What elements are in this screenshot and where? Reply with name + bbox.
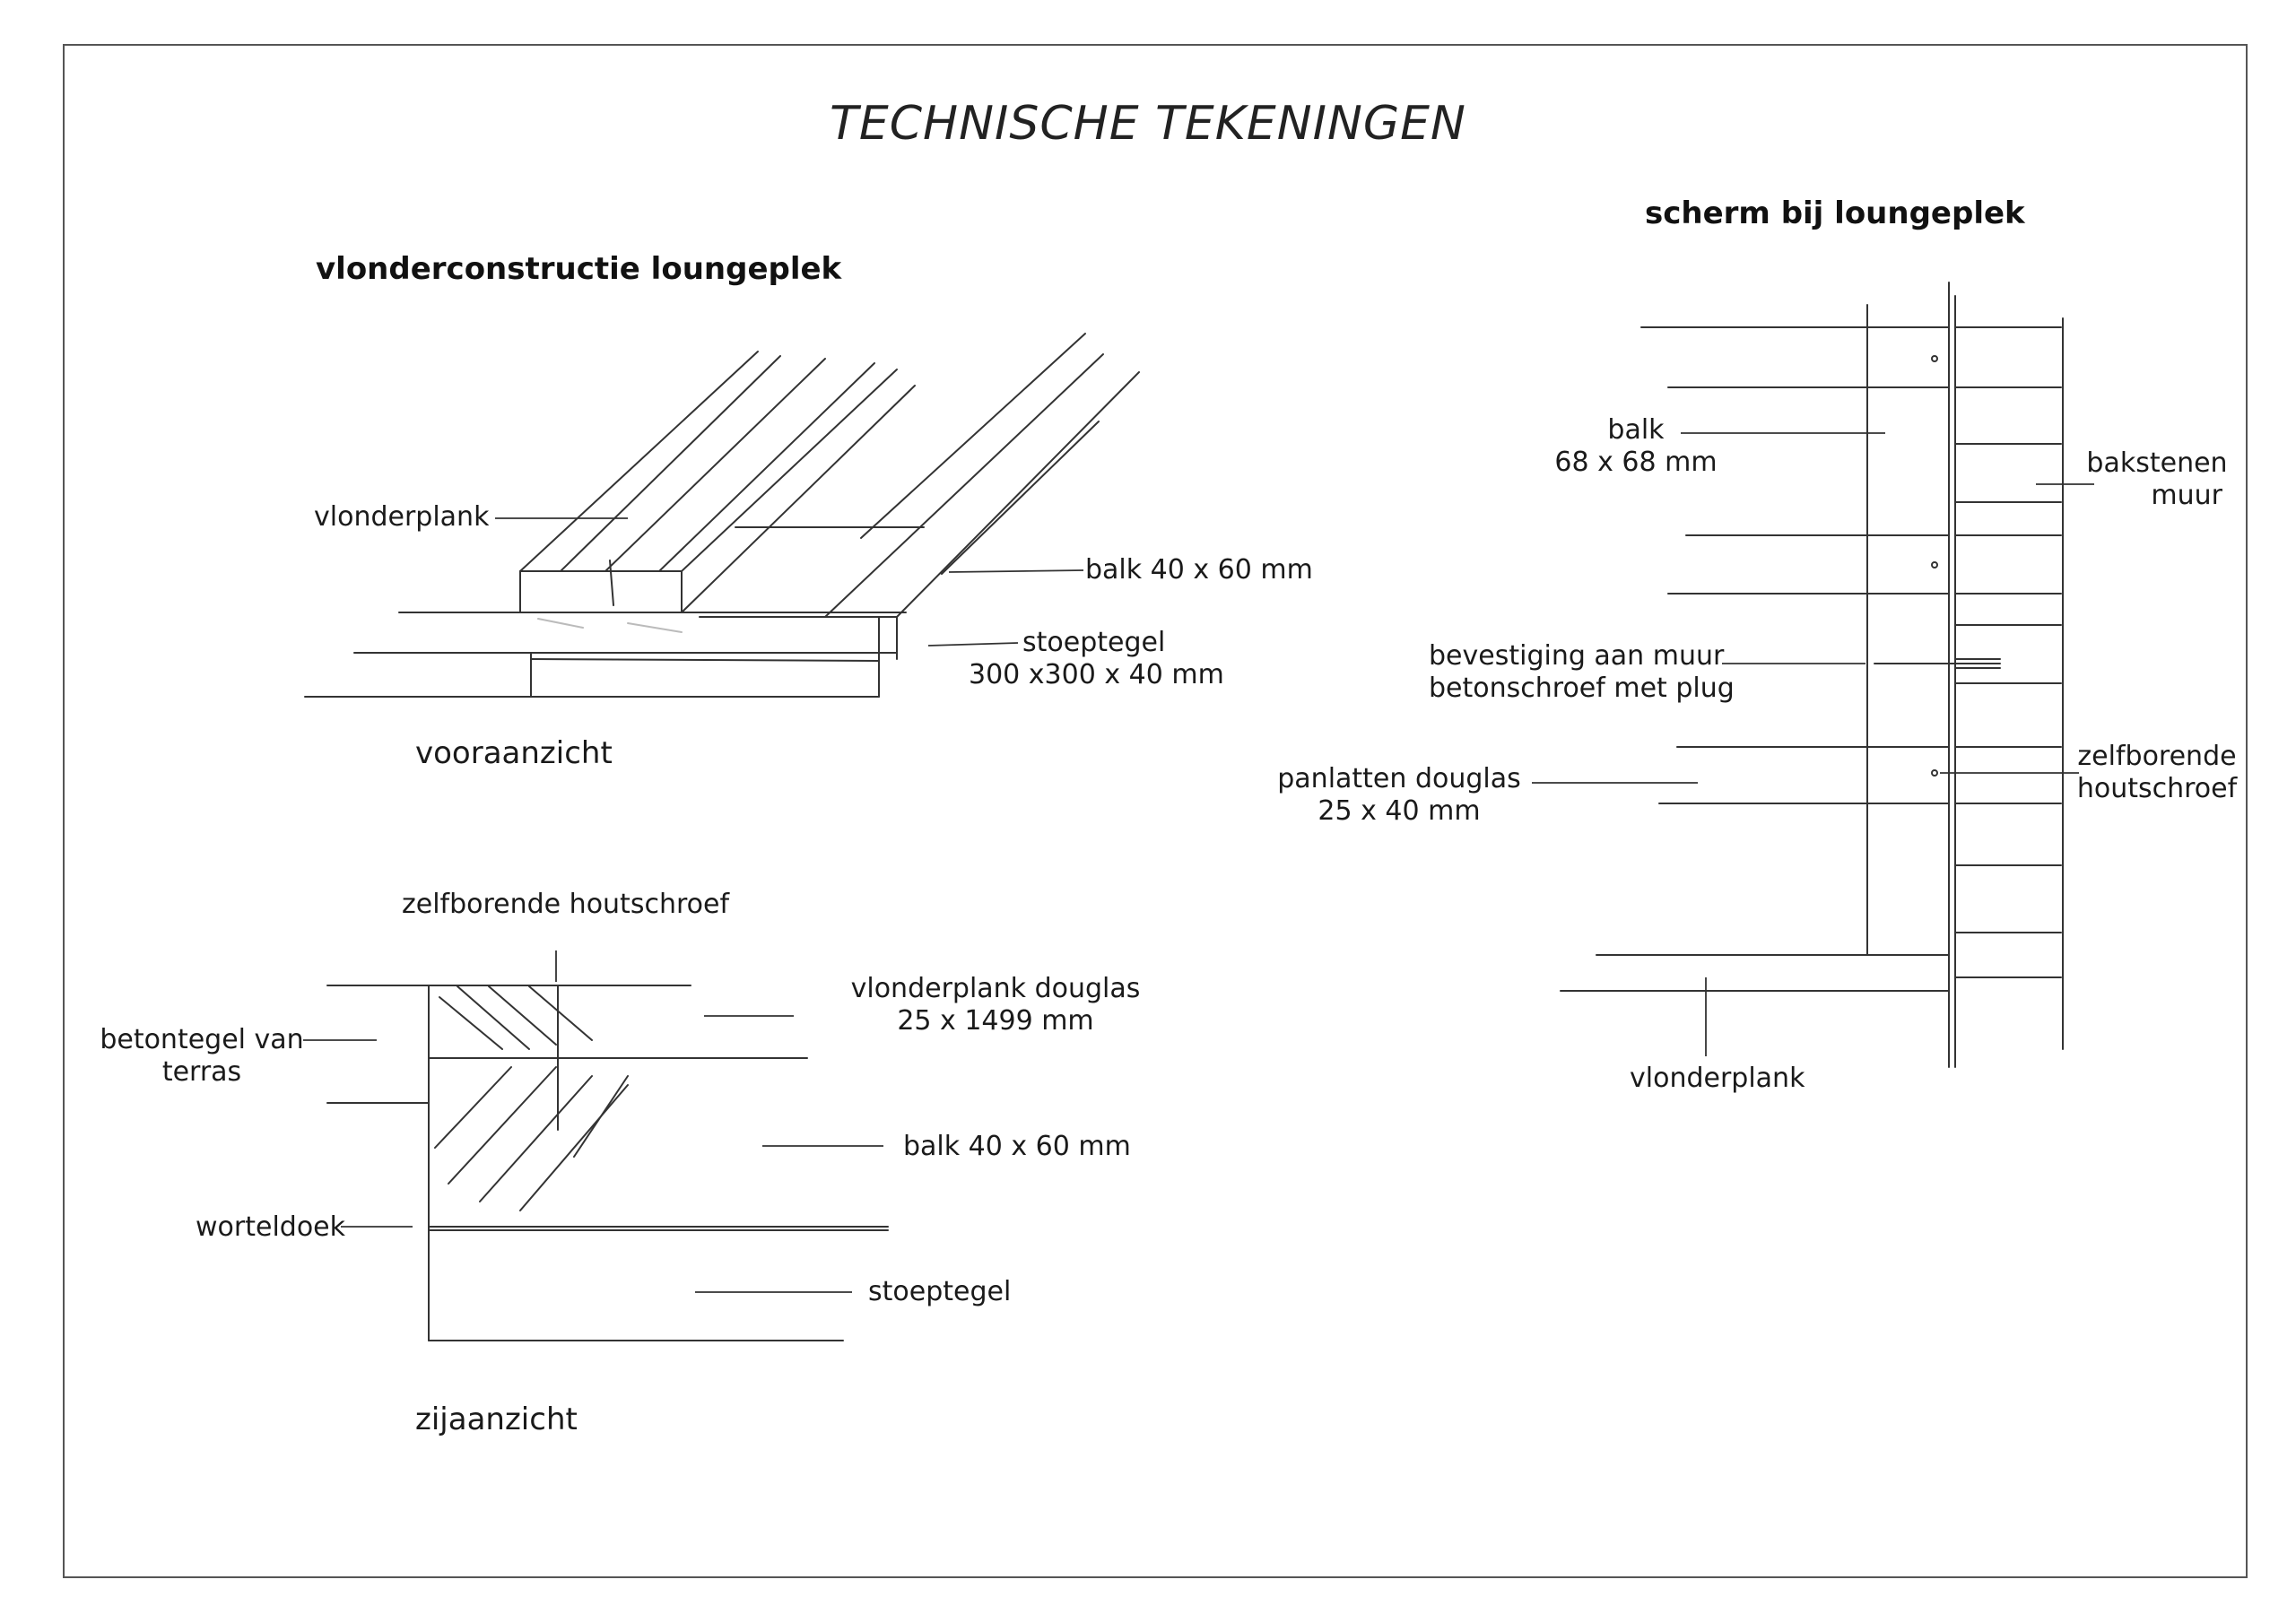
screen-heading: scherm bij loungeplek	[1645, 195, 2025, 231]
label-vlonderplank-side-1: vlonderplank douglas	[850, 973, 1141, 1004]
front-view-drawing	[304, 333, 1140, 698]
label-schroef-screen-2: houtschroef	[2076, 773, 2238, 804]
label-panlatten-2: 25 x 40 mm	[1318, 795, 1481, 827]
label-muur-1: bakstenen	[2086, 447, 2228, 479]
label-balk-screen-2: 68 x 68 mm	[1554, 447, 1718, 478]
leader-lines	[303, 432, 2094, 1293]
label-vlonderplank-screen: vlonderplank	[1630, 1063, 1805, 1094]
side-view-drawing	[326, 985, 889, 1341]
screen-drawing	[1560, 282, 2064, 1068]
label-stoeptegel-front-2: 300 x300 x 40 mm	[969, 659, 1224, 690]
front-view-heading: vlonderconstructie loungeplek	[316, 251, 842, 287]
label-bevestiging-2: betonschroef met plug	[1429, 673, 1735, 704]
label-balk-front: balk 40 x 60 mm	[1085, 554, 1313, 586]
label-vlonderplank-front: vlonderplank	[314, 501, 490, 533]
drawing-frame	[63, 44, 2248, 1578]
label-muur-2: muur	[2151, 480, 2222, 511]
label-worteldoek: worteldoek	[196, 1211, 346, 1243]
front-view-caption: vooraanzicht	[415, 735, 613, 771]
label-stoeptegel-front-1: stoeptegel	[1022, 627, 1166, 658]
label-panlatten-1: panlatten douglas	[1277, 763, 1521, 794]
label-bevestiging-1: bevestiging aan muur	[1429, 640, 1725, 672]
label-betontegel-2: terras	[161, 1056, 242, 1088]
side-view-caption: zijaanzicht	[415, 1402, 578, 1437]
label-schroef-side: zelfborende houtschroef	[402, 889, 730, 920]
label-betontegel-1: betontegel van	[100, 1024, 304, 1055]
label-balk-side: balk 40 x 60 mm	[903, 1131, 1131, 1162]
label-schroef-screen-1: zelfborende	[2077, 741, 2237, 772]
label-vlonderplank-side-2: 25 x 1499 mm	[897, 1005, 1094, 1037]
label-balk-screen-1: balk	[1607, 414, 1665, 446]
page-title: TECHNISCHE TEKENINGEN	[830, 97, 1466, 151]
label-stoeptegel-side: stoeptegel	[868, 1276, 1012, 1307]
